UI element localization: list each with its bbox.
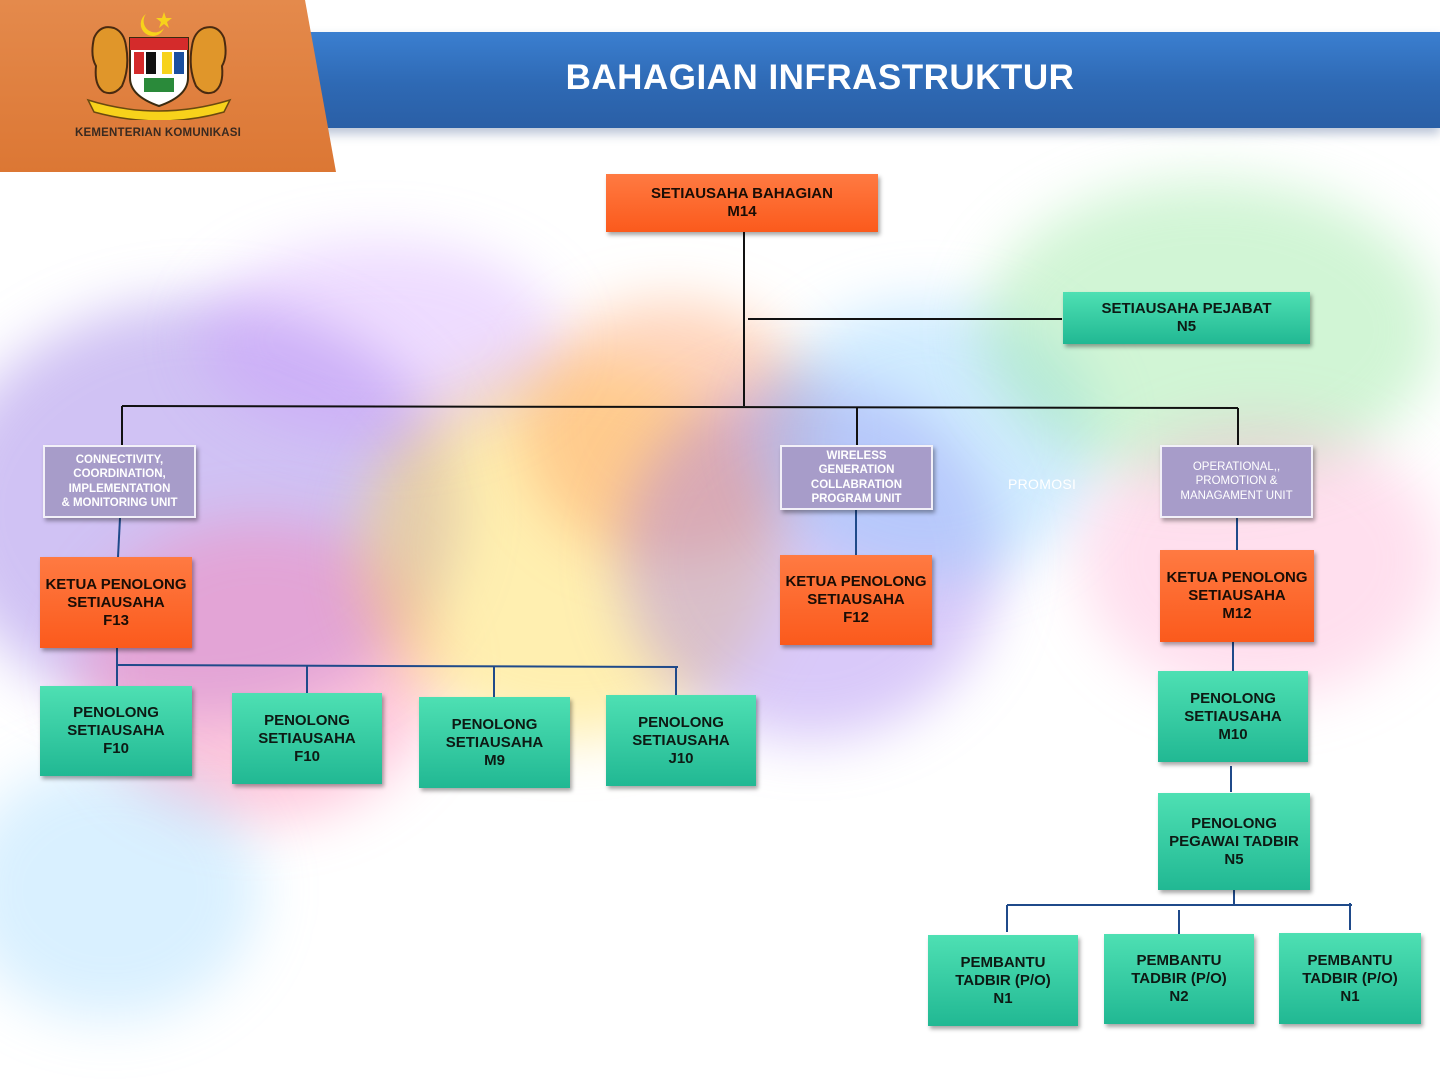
box-line: F13: [103, 611, 129, 629]
connectivity-head-box: KETUA PENOLONG SETIAUSAHA F13: [40, 557, 192, 648]
box-line: TADBIR (P/O): [1131, 970, 1227, 987]
box-line: PENOLONG: [264, 711, 350, 729]
box-line: KETUA PENOLONG: [45, 575, 187, 593]
box-line: WIRELESS: [826, 449, 887, 462]
box-line: PENOLONG: [73, 704, 159, 721]
assistant-secretary-box: PENOLONG SETIAUSAHA J10: [606, 695, 756, 786]
box-line: KETUA PENOLONG: [785, 573, 927, 590]
box-line: TADBIR (P/O): [1302, 969, 1398, 987]
box-line: PENOLONG: [1191, 814, 1277, 832]
box-line: KETUA PENOLONG: [1166, 569, 1308, 586]
box-line: SETIAUSAHA: [67, 722, 165, 739]
box-line: N5: [1224, 850, 1244, 868]
box-line: M14: [727, 203, 757, 220]
assistant-secretary-box: PENOLONG SETIAUSAHA M9: [419, 697, 570, 788]
assistant-secretary-box: PENOLONG SETIAUSAHA M10: [1158, 671, 1308, 762]
connectivity-unit-box: CONNECTIVITY, COORDINATION, IMPLEMENTATI…: [43, 445, 196, 518]
box-line: COORDINATION,: [73, 468, 166, 480]
operational-head-box: KETUA PENOLONG SETIAUSAHA M12: [1160, 550, 1314, 642]
box-line: PENOLONG: [451, 715, 538, 733]
box-line: CONNECTIVITY,: [75, 453, 164, 466]
box-line: M9: [484, 751, 505, 769]
box-line: PEGAWAI TADBIR: [1169, 832, 1299, 850]
box-line: SETIAUSAHA PEJABAT: [1101, 300, 1272, 317]
box-line: PROMOTION &: [1195, 475, 1278, 488]
box-line: COLLABRATION: [810, 478, 903, 491]
ministry-name: KEMENTERIAN KOMUNIKASI: [74, 127, 242, 139]
box-line: N1: [993, 989, 1013, 1007]
box-line: F12: [843, 609, 869, 626]
box-line: PENOLONG: [638, 713, 724, 731]
admin-assistant-box: PEMBANTU TADBIR (P/O) N2: [1104, 934, 1254, 1024]
admin-assistant-box: PEMBANTU TADBIR (P/O) N1: [928, 935, 1078, 1026]
box-line: PEMBANTU: [1136, 952, 1222, 969]
box-line: PEMBANTU: [960, 953, 1046, 971]
box-line: & MONITORING UNIT: [61, 497, 178, 509]
box-line: SETIAUSAHA BAHAGIAN: [651, 185, 833, 202]
box-line: M10: [1218, 725, 1248, 743]
box-line: PROGRAM UNIT: [811, 493, 902, 505]
office-secretary-box: SETIAUSAHA PEJABAT N5: [1063, 292, 1310, 344]
assistant-admin-officer-box: PENOLONG PEGAWAI TADBIR N5: [1158, 793, 1310, 890]
assistant-secretary-box: PENOLONG SETIAUSAHA F10: [40, 686, 192, 776]
page-title: BAHAGIAN INFRASTRUKTUR: [565, 58, 1075, 97]
title-banner: [300, 32, 1440, 128]
box-line: F10: [294, 747, 320, 765]
box-line: SETIAUSAHA: [258, 729, 356, 747]
box-line: N2: [1169, 988, 1189, 1005]
box-line: N1: [1340, 987, 1360, 1005]
box-line: GENERATION: [818, 464, 895, 476]
box-line: PEMBANTU: [1307, 951, 1393, 969]
box-line: SETIAUSAHA: [445, 733, 544, 751]
malaysia-coat-of-arms-icon: [86, 12, 232, 120]
box-line: SETIAUSAHA: [1184, 707, 1282, 725]
box-line: SETIAUSAHA: [807, 591, 905, 608]
admin-assistant-box: PEMBANTU TADBIR (P/O) N1: [1279, 933, 1421, 1024]
division-secretary-box: SETIAUSAHA BAHAGIAN M14: [606, 174, 878, 232]
ghost-label: PROMOSI: [1008, 476, 1077, 492]
box-line: IMPLEMENTATION: [68, 482, 171, 495]
box-line: J10: [668, 749, 694, 767]
box-line: SETIAUSAHA: [1188, 587, 1286, 604]
wireless-head-box: KETUA PENOLONG SETIAUSAHA F12: [780, 555, 932, 645]
box-line: SETIAUSAHA: [67, 593, 165, 611]
box-line: TADBIR (P/O): [955, 971, 1051, 989]
box-line: N5: [1176, 318, 1197, 335]
assistant-secretary-box: PENOLONG SETIAUSAHA F10: [232, 693, 382, 784]
operational-unit-box: OPERATIONAL,, PROMOTION & MANAGAMENT UNI…: [1160, 445, 1313, 518]
box-line: F10: [103, 740, 129, 757]
box-line: SETIAUSAHA: [632, 731, 730, 749]
box-line: PENOLONG: [1190, 689, 1276, 707]
box-line: OPERATIONAL,,: [1192, 460, 1281, 473]
box-line: M12: [1222, 605, 1252, 622]
wireless-unit-box: WIRELESS GENERATION COLLABRATION PROGRAM…: [780, 445, 933, 510]
box-line: MANAGAMENT UNIT: [1180, 489, 1293, 502]
